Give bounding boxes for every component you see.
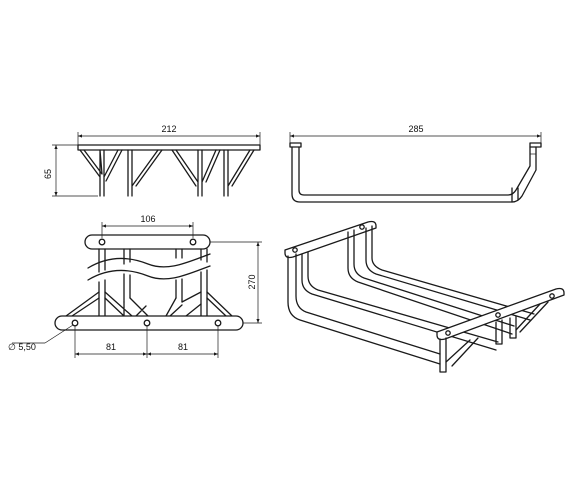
dim-hole-diameter: ∅ 5,50 [8, 342, 36, 352]
iso-rail-right-3 [365, 227, 531, 321]
break-line-top [87, 253, 211, 269]
iso-rail-left-outer [287, 255, 441, 365]
dim-plan-inner-width: 106 [140, 214, 155, 224]
plan-bottom-hole-1 [71, 319, 79, 327]
dim-hole-spacing-left: 81 [106, 342, 116, 352]
side-profile-inner [298, 146, 531, 196]
side-profile-outer [291, 146, 537, 203]
front-support-3 [171, 149, 221, 197]
front-top-bar [77, 144, 261, 151]
iso-rail-left-inner [295, 253, 441, 355]
plan-bottom-hole-3 [214, 319, 222, 327]
iso-back-plate [284, 220, 377, 259]
side-right-cap [529, 142, 542, 148]
side-left-cap [289, 142, 302, 148]
iso-rail-right-1 [347, 231, 513, 335]
plan-top-hole-left [98, 238, 106, 246]
front-support-2 [127, 149, 163, 197]
front-support-4 [223, 149, 255, 197]
plan-top-hole-right [189, 238, 197, 246]
break-line-bottom [87, 265, 211, 281]
iso-rail-left-3 [307, 251, 499, 343]
isometric-view [284, 220, 565, 373]
dim-plan-depth: 270 [247, 274, 257, 289]
iso-rail-right-2 [353, 229, 515, 327]
dim-hole-spacing-right: 81 [178, 342, 188, 352]
dim-side-length: 285 [408, 124, 423, 134]
plan-bottom-hole-2 [143, 319, 151, 327]
plan-view: 106 270 81 81 ∅ 5,50 [8, 214, 262, 358]
dim-top-width: 212 [161, 124, 176, 134]
front-support-1 [79, 149, 123, 197]
front-view: 212 65 [43, 124, 261, 197]
dim-top-height: 65 [43, 169, 53, 179]
dim-leader-hole-diameter [44, 324, 74, 344]
side-view: 285 [289, 124, 542, 203]
iso-rail-left-2 [301, 253, 497, 351]
iso-rail-right-4 [371, 225, 535, 315]
